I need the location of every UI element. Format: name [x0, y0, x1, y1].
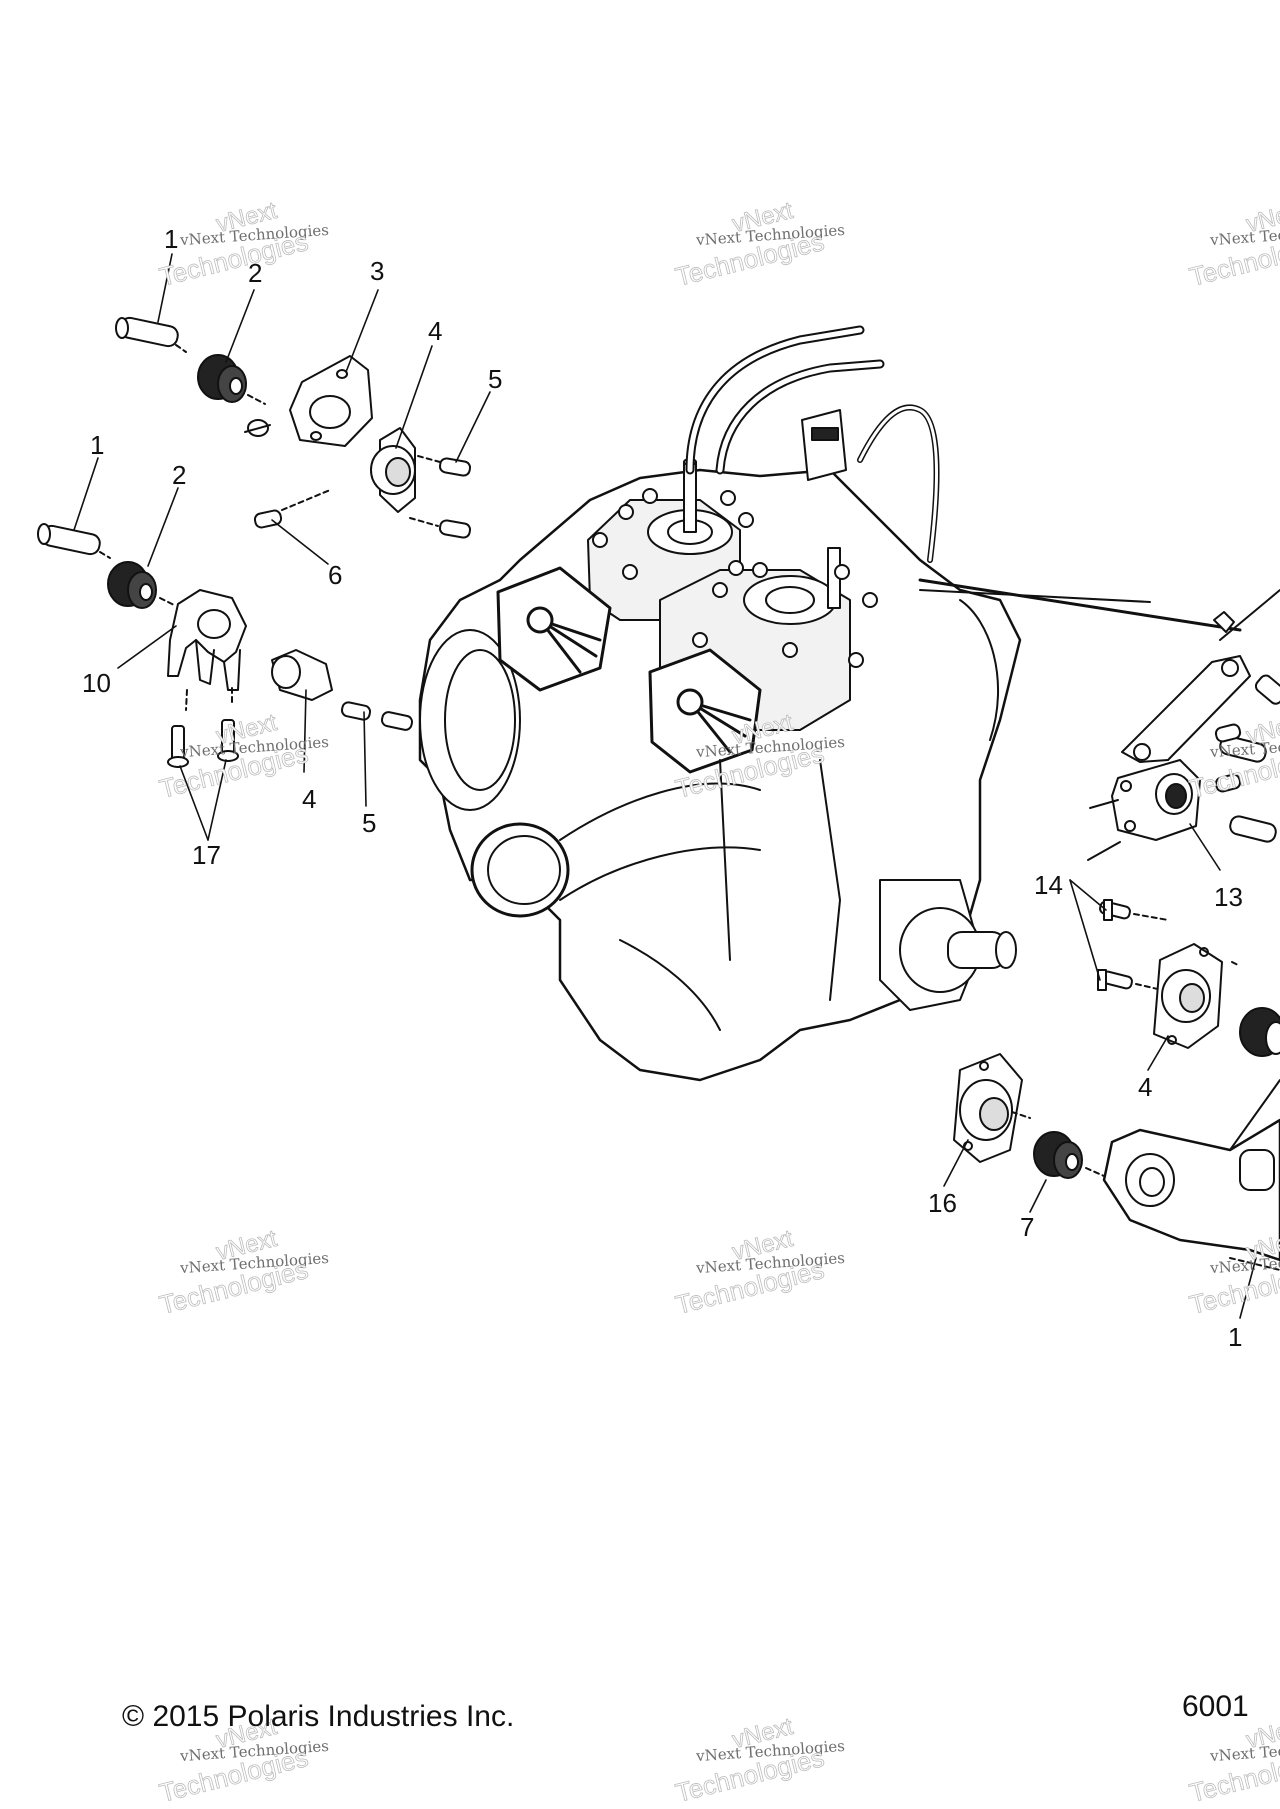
callout-label: 14	[1034, 870, 1063, 900]
bushing-part	[107, 561, 177, 609]
bracket-part	[1087, 759, 1201, 861]
bolt-part	[340, 701, 414, 731]
bolt-part	[115, 316, 187, 353]
bracket-part	[1102, 1079, 1280, 1271]
callout-label: 7	[1020, 1212, 1035, 1242]
callout-label: 10	[82, 668, 111, 698]
screw-part	[167, 687, 239, 768]
bushing-part	[1239, 1007, 1280, 1057]
diagram-code: 6001	[1182, 1690, 1249, 1723]
mount-part	[370, 427, 416, 513]
torque-arm-part	[1121, 589, 1280, 763]
bolt-part	[37, 523, 111, 559]
callout-label: 6	[328, 560, 343, 590]
copyright-text: © 2015 Polaris Industries Inc.	[122, 1700, 515, 1733]
callout-label: 13	[1214, 882, 1243, 912]
callout-label: 4	[302, 784, 317, 814]
bolt-part	[409, 455, 472, 539]
bushing-part	[1033, 1131, 1105, 1179]
callout-label: 3	[370, 256, 385, 286]
bracket-part	[167, 589, 247, 691]
bolt-part	[253, 489, 331, 529]
mount-part	[953, 1053, 1031, 1163]
engine-assembly	[418, 325, 1242, 1082]
mount-part	[271, 649, 333, 701]
callout-label: 1	[164, 224, 179, 254]
callout-label: 1	[1228, 1322, 1243, 1352]
callout-label: 2	[248, 258, 263, 288]
mount-part	[1153, 943, 1241, 1049]
bolt-part	[1214, 674, 1280, 843]
bushing-part	[197, 354, 266, 405]
callout-label: 17	[192, 840, 221, 870]
callout-label: 16	[928, 1188, 957, 1218]
callout-label: 2	[172, 460, 187, 490]
bolt-part	[1097, 899, 1169, 991]
leader-lines	[73, 253, 1257, 1319]
callout-label: 5	[488, 364, 503, 394]
callout-label: 4	[428, 316, 443, 346]
callout-label: 1	[90, 430, 105, 460]
bracket-part	[244, 355, 373, 447]
callout-label: 5	[362, 808, 377, 838]
callout-label: 4	[1138, 1072, 1153, 1102]
